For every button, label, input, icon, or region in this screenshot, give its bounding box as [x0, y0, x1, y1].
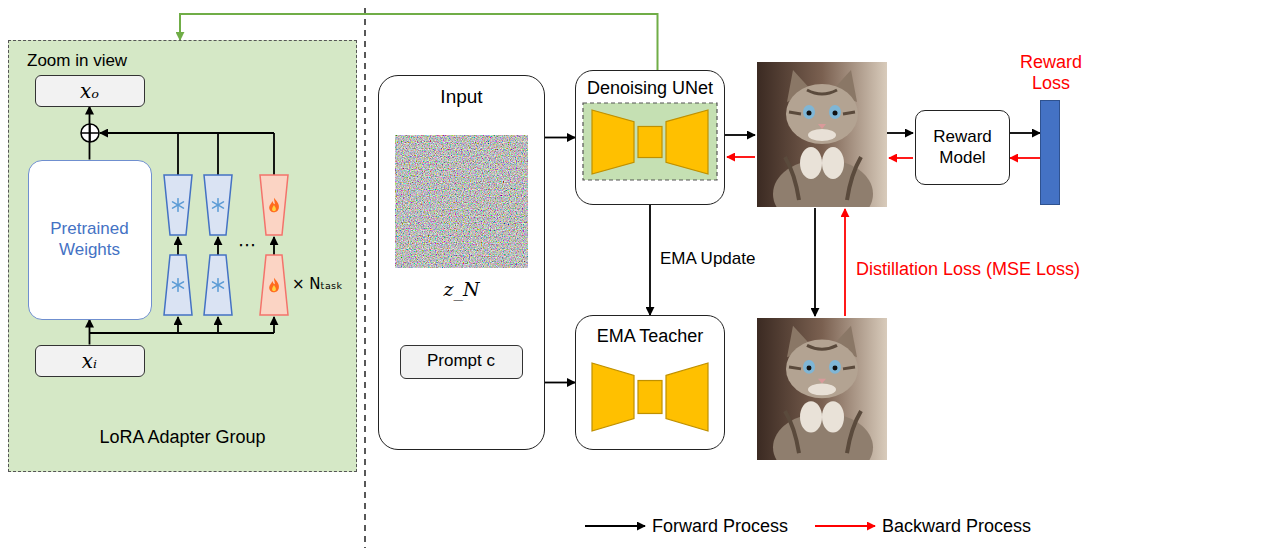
prompt-box: Prompt c	[400, 345, 523, 379]
node-label: Denoising UNet	[576, 78, 724, 100]
connector-arrow	[89, 320, 91, 345]
connector-arrow	[649, 205, 651, 315]
reward-loss-bar: Reward Loss	[1040, 100, 1060, 205]
connector-arrow	[545, 382, 575, 384]
node-label: xₒ	[80, 79, 99, 103]
cat-image	[757, 62, 887, 229]
loss-label: Distillation Loss (MSE Loss)	[856, 259, 1080, 281]
node-label: LoRA Adapter Group	[9, 427, 356, 449]
unet-symbol	[592, 110, 708, 174]
input-panel: Input z_N Prompt c	[378, 75, 545, 450]
node-label: Reward Model	[922, 127, 1003, 168]
ellipsis-label: ⋯	[236, 234, 258, 256]
panel-fill	[8, 40, 357, 472]
input-feature-box: xᵢ	[35, 345, 145, 377]
node-label: xᵢ	[82, 349, 97, 373]
noise-image	[395, 135, 528, 268]
node-label: Input	[379, 86, 544, 109]
node-label: EMA Teacher	[576, 326, 724, 348]
edge-label: EMA Update	[658, 249, 757, 269]
connector-arrow	[89, 107, 91, 160]
node-label: Prompt c	[427, 351, 495, 371]
node-label: Reward Loss	[1009, 52, 1093, 95]
node-label: Pretrained Weights	[35, 219, 145, 260]
connector-arrow	[180, 14, 658, 70]
cat-image	[757, 318, 887, 482]
node-label: z_N	[379, 278, 544, 301]
output-box: xₒ	[35, 75, 145, 107]
pretrained-weights-box: Pretrained Weights	[28, 160, 152, 320]
unet-box: Denoising UNet	[575, 70, 725, 205]
connector-arrow	[1010, 132, 1040, 134]
teacher-box: EMA Teacher	[575, 315, 725, 450]
lora-panel: Zoom in viewLoRA Adapter Group xₒPretrain…	[8, 40, 357, 472]
task-count-label: × Nₜₐₛₖ	[292, 275, 343, 293]
connector-arrow	[545, 137, 575, 139]
reward-model-box: Reward Model	[915, 110, 1010, 185]
legend-text: Backward Process	[882, 516, 1031, 538]
lora-region	[583, 103, 717, 180]
connector-arrow	[1010, 157, 1040, 159]
unet-symbol	[592, 363, 708, 431]
legend-text: Forward Process	[652, 516, 788, 538]
separator-line	[364, 8, 366, 548]
node-label: Zoom in view	[27, 51, 127, 71]
